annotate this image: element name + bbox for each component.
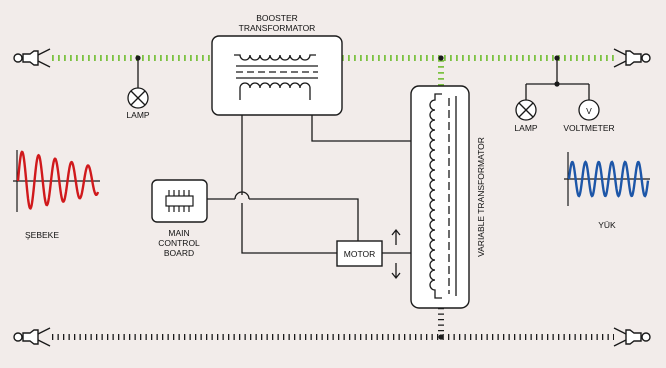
- motor: MOTOR: [336, 240, 383, 267]
- plug-top-right-icon: [613, 48, 651, 68]
- variable-transformer: VARIABLE TRANSFORMATOR: [410, 85, 486, 309]
- main-control-label-2: CONTROL: [158, 238, 200, 248]
- source-wave-line: [16, 150, 100, 210]
- lamp-right-label: LAMP: [514, 123, 537, 133]
- booster-label-line2: TRANSFORMATOR: [239, 23, 316, 33]
- lamp-right: LAMP: [514, 99, 538, 133]
- voltmeter: V VOLTMETER: [563, 99, 615, 133]
- top-conductor: [52, 55, 614, 86]
- wiring: [207, 58, 590, 254]
- load-waveform: YÜK: [564, 152, 650, 230]
- lamp-left: LAMP: [126, 55, 150, 120]
- junction-dots: [438, 55, 560, 340]
- lamp-icon: [515, 99, 537, 121]
- source-waveform: ŞEBEKE: [13, 150, 100, 240]
- booster-transformer: BOOSTER TRANSFORMATOR: [211, 13, 343, 116]
- main-control-label-3: BOARD: [164, 248, 194, 258]
- bottom-conductor: [52, 308, 614, 340]
- variable-transformer-label: VARIABLE TRANSFORMATOR: [476, 137, 486, 257]
- source-label: ŞEBEKE: [25, 230, 59, 240]
- arrow-up-icon: [391, 228, 401, 245]
- arrow-down-icon: [391, 263, 401, 280]
- motor-label: MOTOR: [344, 249, 375, 259]
- booster-label-line1: BOOSTER: [256, 13, 298, 23]
- voltmeter-label: VOLTMETER: [563, 123, 614, 133]
- voltmeter-symbol: V: [586, 106, 592, 116]
- chip-icon: [165, 190, 194, 212]
- plug-bottom-right-icon: [613, 327, 651, 347]
- plug-top-left-icon: [13, 48, 51, 68]
- load-label: YÜK: [598, 220, 616, 230]
- lamp-left-label: LAMP: [126, 110, 149, 120]
- load-wave-line: [567, 160, 650, 198]
- lamp-icon: [127, 87, 149, 109]
- main-control-board: MAIN CONTROL BOARD: [151, 179, 208, 258]
- voltmeter-icon: [578, 99, 600, 121]
- plug-bottom-left-icon: [13, 327, 51, 347]
- main-control-label-1: MAIN: [168, 228, 189, 238]
